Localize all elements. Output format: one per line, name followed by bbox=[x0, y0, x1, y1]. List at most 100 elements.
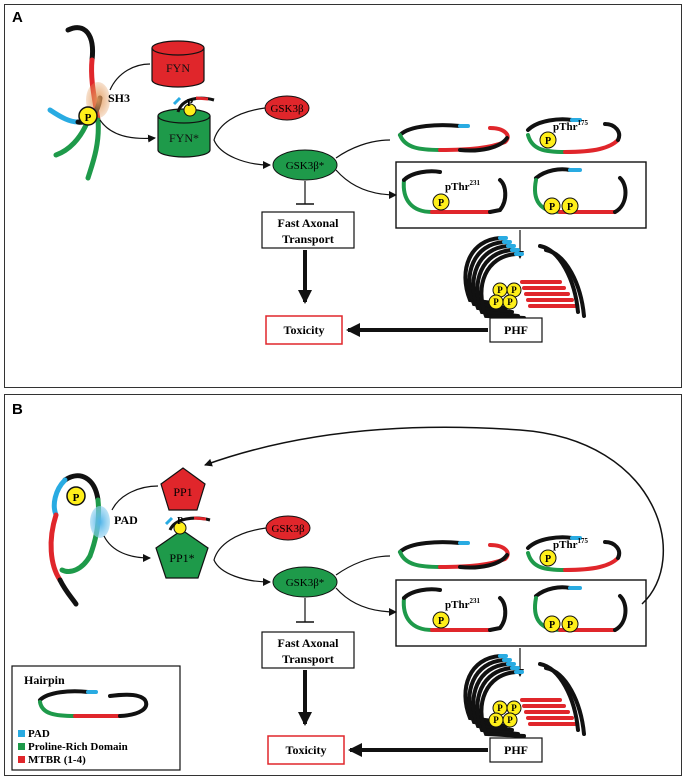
hairpin-tau-pthr231 bbox=[401, 169, 508, 214]
arrow bbox=[103, 535, 151, 562]
arrow bbox=[109, 63, 151, 91]
phospho-label: P bbox=[545, 554, 551, 565]
tau-extended-b bbox=[48, 473, 101, 607]
pad-domain-highlight bbox=[90, 506, 110, 538]
activator-label: PP1 bbox=[173, 485, 192, 499]
phospho-label: P bbox=[187, 98, 193, 109]
panel-b bbox=[4, 394, 682, 776]
transport-box bbox=[261, 211, 355, 249]
phospho-label: P bbox=[438, 616, 444, 627]
phospho-label: P bbox=[549, 202, 555, 213]
arrow bbox=[99, 119, 156, 143]
arrow bbox=[335, 139, 391, 159]
hairpin-tau-pthr175 bbox=[526, 117, 622, 154]
arrow bbox=[335, 587, 397, 616]
phospho-circle bbox=[432, 611, 450, 629]
pthr231-label: pThr231 bbox=[445, 179, 480, 193]
kinase-label: GSK3β bbox=[270, 103, 304, 115]
panel-a bbox=[4, 4, 682, 388]
feedback-arrow bbox=[204, 426, 664, 605]
kinase-active-label: GSK3β* bbox=[286, 577, 325, 589]
panel-label: A bbox=[12, 9, 23, 26]
legend-title: Hairpin bbox=[24, 673, 65, 687]
phospho-label: P bbox=[507, 715, 513, 725]
domain-label: PAD bbox=[114, 513, 138, 527]
phospho-circle bbox=[561, 615, 579, 633]
toxicity-label: Toxicity bbox=[284, 323, 325, 337]
phospho-circle bbox=[543, 197, 561, 215]
legend-swatch-prd bbox=[18, 743, 25, 750]
phospho-label: P bbox=[545, 136, 551, 147]
phospho-products-box bbox=[395, 161, 647, 229]
arrow bbox=[335, 555, 391, 576]
phospho-label: P bbox=[177, 516, 183, 527]
toxicity-label: Toxicity bbox=[286, 743, 327, 757]
panel-a-content: A P SH3 FYN FYN* bbox=[12, 9, 647, 345]
phf-phospho-cluster: P P P P bbox=[488, 282, 522, 310]
phospho-label: P bbox=[567, 620, 573, 631]
transport-line1: Fast Axonal bbox=[277, 636, 339, 650]
transport-line1: Fast Axonal bbox=[277, 216, 339, 230]
phospho-circle bbox=[66, 486, 86, 506]
phospho-label: P bbox=[497, 285, 503, 295]
phospho-circle bbox=[543, 615, 561, 633]
phospho-label: P bbox=[549, 620, 555, 631]
fyn-cylinder: FYN bbox=[151, 40, 205, 88]
transport-line2: Transport bbox=[282, 652, 334, 666]
legend-hairpin bbox=[38, 689, 149, 718]
kinase-label: GSK3β bbox=[271, 523, 305, 535]
pthr175-label: pThr175 bbox=[553, 537, 588, 551]
phospho-circle bbox=[432, 193, 450, 211]
domain-label: SH3 bbox=[108, 91, 130, 105]
legend-label-prd: Proline-Rich Domain bbox=[28, 741, 128, 753]
phf-box bbox=[489, 737, 543, 763]
phospho-label: P bbox=[511, 285, 517, 295]
transport-line2: Transport bbox=[282, 232, 334, 246]
transport-box bbox=[261, 631, 355, 669]
activated-label: PP1* bbox=[169, 551, 194, 565]
phf-phospho-cluster: P P P P bbox=[488, 700, 522, 728]
phospho-label: P bbox=[507, 297, 513, 307]
phospho-label: P bbox=[85, 112, 92, 124]
phf-label: PHF bbox=[504, 323, 528, 337]
arrow bbox=[213, 527, 271, 586]
pthr231-label: pThr231 bbox=[445, 597, 480, 611]
panel-b-content: B P PAD PP1 PP1* bbox=[11, 401, 664, 771]
kinase-active-label: GSK3β* bbox=[286, 160, 325, 172]
hairpin-tau bbox=[398, 123, 510, 153]
phospho-label: P bbox=[493, 297, 499, 307]
phospho-label: P bbox=[438, 198, 444, 209]
phospho-circle bbox=[539, 131, 557, 149]
panel-label: B bbox=[12, 401, 23, 418]
arrow bbox=[111, 485, 159, 511]
phospho-label: P bbox=[73, 492, 80, 504]
phospho-label: P bbox=[511, 703, 517, 713]
phospho-circle bbox=[561, 197, 579, 215]
arrow bbox=[213, 107, 271, 169]
pthr175-label: pThr175 bbox=[553, 119, 588, 133]
toxicity-box bbox=[265, 315, 343, 345]
legend-label-pad: PAD bbox=[28, 728, 50, 740]
arrow bbox=[335, 169, 397, 199]
gsk3b-active-ellipse bbox=[272, 149, 338, 181]
hairpin-tau bbox=[398, 540, 510, 570]
phf-stack bbox=[463, 236, 586, 320]
phf-stack bbox=[463, 654, 586, 738]
phf-box bbox=[489, 317, 543, 343]
toxicity-box bbox=[267, 735, 345, 765]
legend-swatch-pad bbox=[18, 730, 25, 737]
phospho-circle bbox=[78, 106, 98, 126]
legend: Hairpin PAD Proline-Rich Domain MTBR (1-… bbox=[11, 665, 181, 771]
phospho-label: P bbox=[497, 703, 503, 713]
hairpin-tau-pthr175 bbox=[526, 535, 622, 572]
legend-label-mtbr: MTBR (1-4) bbox=[28, 754, 86, 766]
pp1-pentagon: PP1 bbox=[160, 467, 206, 511]
activator-label: FYN bbox=[166, 61, 190, 75]
hairpin-tau-pthr231 bbox=[401, 587, 508, 632]
gsk3b-active-ellipse bbox=[272, 566, 338, 598]
phospho-label: P bbox=[493, 715, 499, 725]
activated-label: FYN* bbox=[169, 131, 199, 145]
phospho-products-box bbox=[395, 579, 647, 647]
phf-label: PHF bbox=[504, 743, 528, 757]
